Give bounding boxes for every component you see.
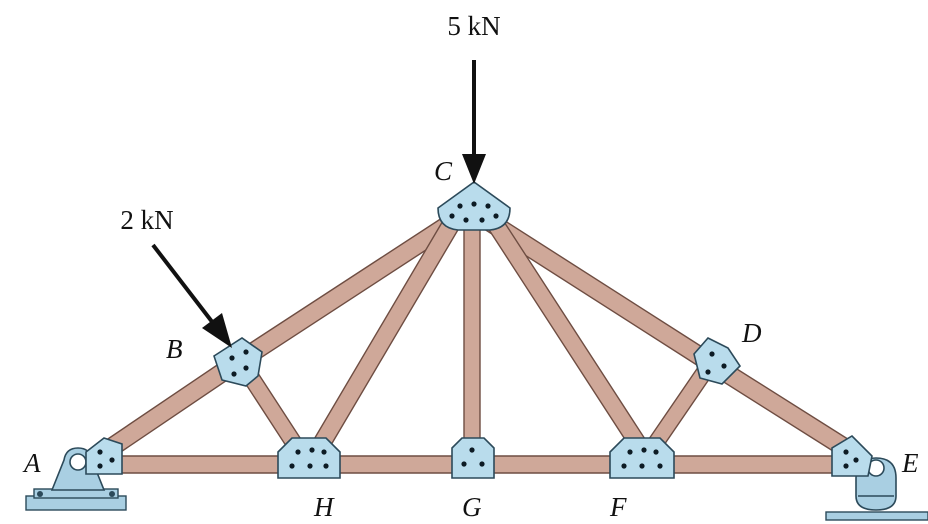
- pin-A: [69, 453, 87, 471]
- bolt-icon: [97, 449, 103, 455]
- member-CG: [463, 214, 481, 459]
- bolt-icon: [657, 463, 663, 469]
- joint-label-D: D: [741, 318, 762, 348]
- bolt-icon: [109, 457, 115, 463]
- ground-base-E: [825, 511, 928, 521]
- bolt-icon: [709, 351, 715, 357]
- bolt-icon: [485, 203, 491, 209]
- bolt-icon: [469, 447, 475, 453]
- bolt-icon: [461, 461, 467, 467]
- bolt-icon: [853, 457, 859, 463]
- joint-label-H: H: [313, 492, 335, 522]
- bolt-icon: [721, 363, 727, 369]
- member-HC: [302, 213, 463, 468]
- member-CF: [482, 213, 658, 465]
- joint-label-G: G: [462, 492, 482, 522]
- member-AH: [102, 455, 299, 474]
- load-label-B: 2 kN: [120, 205, 173, 235]
- gusset-G: [451, 437, 495, 479]
- load-arrow-C: [462, 60, 486, 184]
- gusset-F: [609, 437, 675, 479]
- bolt-icon: [37, 491, 43, 497]
- load-arrow-B: [151, 243, 232, 348]
- bolt-icon: [321, 449, 327, 455]
- bolt-icon: [621, 463, 627, 469]
- bolt-icon: [471, 201, 477, 207]
- bolt-icon: [639, 463, 645, 469]
- bolt-icon: [109, 491, 115, 497]
- bolt-icon: [705, 369, 711, 375]
- gusset-A: [85, 437, 123, 475]
- gusset-H: [277, 437, 341, 479]
- bolt-icon: [231, 371, 237, 377]
- bolt-icon: [479, 217, 485, 223]
- bolt-icon: [449, 213, 455, 219]
- joint-label-C: C: [434, 156, 453, 186]
- bolt-icon: [843, 449, 849, 455]
- gusset-B: [213, 337, 263, 387]
- bolt-icon: [463, 217, 469, 223]
- bolt-icon: [97, 463, 103, 469]
- bolt-icon: [243, 365, 249, 371]
- bolt-icon: [457, 203, 463, 209]
- bolt-icon: [641, 447, 647, 453]
- arrow-down-icon: [462, 154, 486, 184]
- bolt-icon: [323, 463, 329, 469]
- gusset-E: [831, 434, 873, 477]
- bolt-icon: [243, 349, 249, 355]
- bolt-icon: [295, 449, 301, 455]
- bolt-icon: [289, 463, 295, 469]
- joint-label-E: E: [901, 448, 919, 478]
- bolt-icon: [309, 447, 315, 453]
- bolt-icon: [493, 213, 499, 219]
- truss-members: [95, 202, 863, 474]
- arrow-diagonal-icon: [202, 313, 232, 348]
- joint-label-F: F: [609, 492, 627, 522]
- bolt-icon: [653, 449, 659, 455]
- joint-label-A: A: [22, 448, 41, 478]
- load-label-C: 5 kN: [447, 11, 500, 41]
- joint-label-B: B: [166, 334, 183, 364]
- bolt-icon: [627, 449, 633, 455]
- gusset-plates: [85, 181, 873, 479]
- bolt-icon: [479, 461, 485, 467]
- bolt-icon: [229, 355, 235, 361]
- bolt-icon: [307, 463, 313, 469]
- arrow-shaft: [151, 243, 215, 325]
- bolt-icon: [843, 463, 849, 469]
